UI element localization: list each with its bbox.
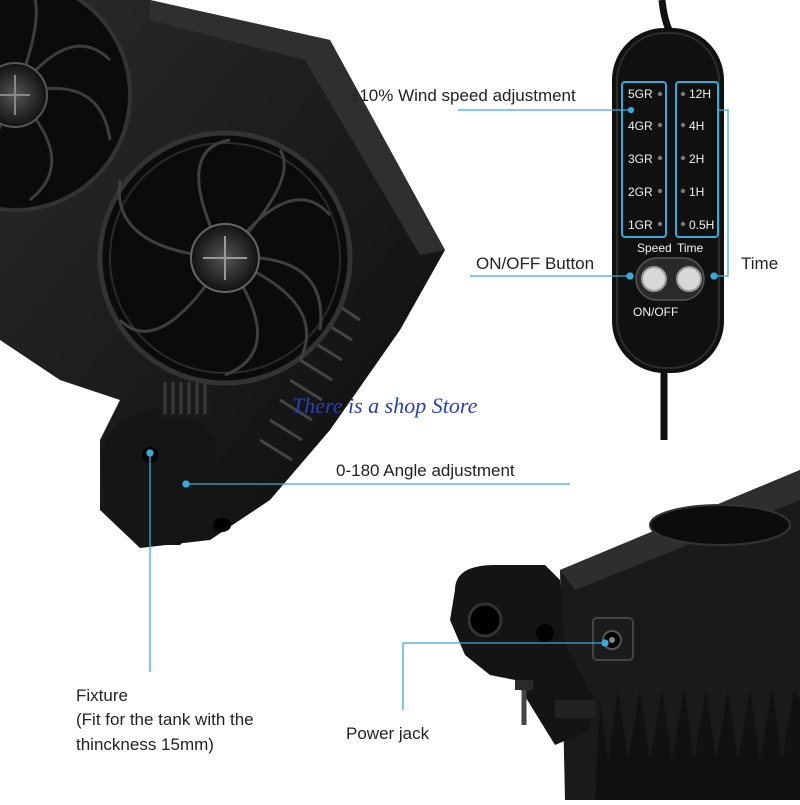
time-level-1h: 1H (689, 185, 704, 199)
onoff-label: ON/OFF (633, 305, 678, 319)
speed-controller: 5GR 4GR 3GR 2GR 1GR 12H 4H 2H 1H 0.5H Sp… (612, 28, 724, 373)
speed-button-label: Speed (637, 241, 672, 255)
fan-right (97, 130, 353, 386)
fixture-callout-title: Fixture (76, 686, 128, 705)
speed-level-3: 3GR (628, 152, 653, 166)
speed-level-4: 4GR (628, 119, 653, 133)
time-callout: Time (741, 254, 779, 273)
time-level-12h: 12H (689, 87, 711, 101)
fan-left (0, 0, 132, 212)
callout-lines (146, 106, 729, 710)
time-level-2h: 2H (689, 152, 704, 166)
fixture-callout-line2: (Fit for the tank with the (76, 710, 254, 729)
speed-level-1: 1GR (628, 218, 653, 232)
time-level-0-5h: 0.5H (689, 218, 714, 232)
fixture-callout-line3: thinckness 15mm) (76, 735, 214, 754)
power-jack-callout: Power jack (346, 724, 430, 743)
time-level-4h: 4H (689, 119, 704, 133)
angle-callout: 0-180 Angle adjustment (336, 461, 515, 480)
store-watermark: There is a shop Store (292, 393, 478, 418)
fan-side-view (450, 470, 800, 800)
on-off-callout: ON/OFF Button (476, 254, 595, 273)
speed-level-2: 2GR (628, 185, 653, 199)
speed-button[interactable] (641, 266, 667, 292)
wind-speed-callout: ±10% Wind speed adjustment (350, 86, 576, 105)
speed-level-5: 5GR (628, 87, 653, 101)
time-button[interactable] (676, 266, 702, 292)
time-button-label: Time (677, 241, 704, 255)
